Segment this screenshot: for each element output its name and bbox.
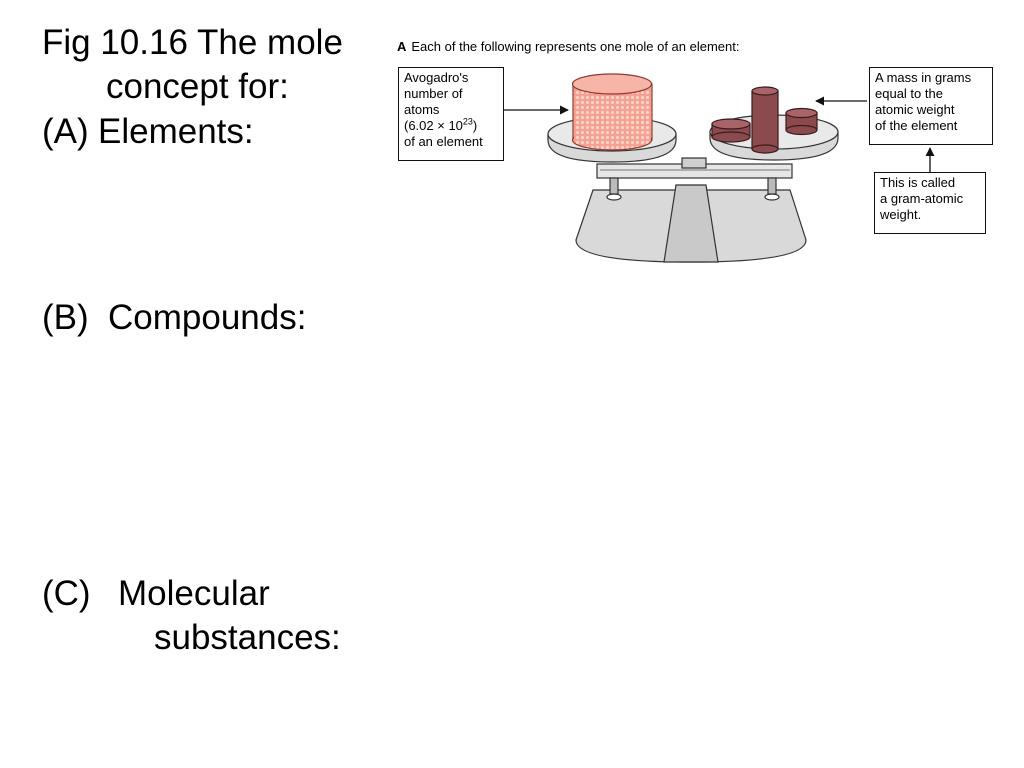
callout-line: of an element [404,134,483,149]
callout-line: Avogadro's [404,70,469,85]
avogadro-callout: Avogadro's number of atoms (6.02 × 1023)… [398,67,504,161]
avogadro-exponent: 23 [462,116,473,127]
mass-callout: A mass in grams equal to the atomic weig… [869,67,993,145]
atoms-cylinder [571,73,653,151]
slide-title-line1: Fig 10.16 The mole [42,23,343,62]
item-c-text-line2: substances: [154,618,341,657]
callout-line: This is called [880,175,956,190]
callout-line: a gram-atomic [880,191,964,206]
item-c-text: Molecular [118,574,270,613]
callout-line: atoms [404,102,440,117]
figure-caption: A Each of the following represents one mo… [397,39,739,54]
callout-line-avogadro-number: (6.02 × 1023) [404,116,498,134]
callout-line: atomic weight [875,102,955,117]
callout-arrows [500,96,935,172]
slide-title-line2: concept for: [106,67,289,106]
item-a-text: Elements: [98,112,254,151]
callout-line: number of [404,86,463,101]
scale-beam [596,157,793,195]
callout-line: A mass in grams [875,70,972,85]
callout-line: of the element [875,118,958,133]
item-a-label: (A) [42,112,89,151]
callout-line: weight. [880,207,922,222]
avogadro-number-base: (6.02 × 10 [404,118,463,133]
item-c-label: (C) [42,574,91,613]
panel-letter: A [397,39,407,54]
mole-balance-figure [500,73,935,263]
scale-base [575,184,807,263]
item-b-label: (B) [42,298,89,337]
item-b-text: Compounds: [108,298,307,337]
callout-line: equal to the [875,86,943,101]
avogadro-number-close: ) [472,118,478,133]
caption-text: Each of the following represents one mol… [411,39,740,54]
metal-weights [711,86,818,154]
gram-atomic-weight-callout: This is called a gram-atomic weight. [874,172,986,234]
